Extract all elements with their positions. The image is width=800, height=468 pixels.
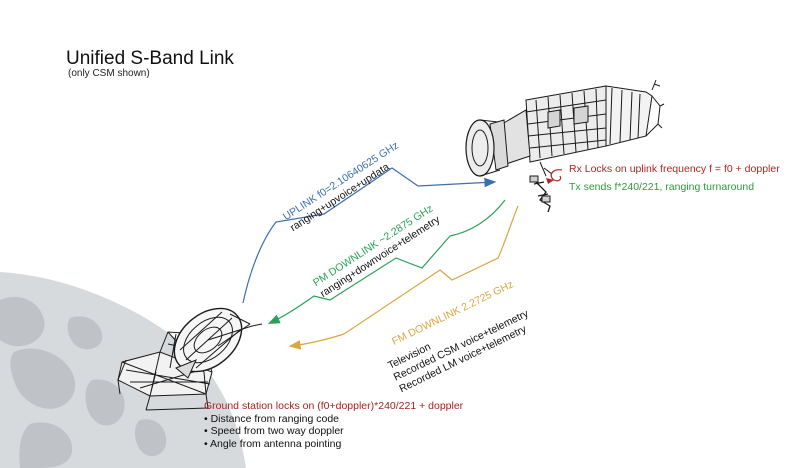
ground-bullet-speed: • Speed from two way doppler xyxy=(204,425,344,437)
rx-curl-arrowhead xyxy=(546,178,554,184)
page-title: Unified S-Band Link xyxy=(66,48,234,69)
ground-bullet-angle: • Angle from antenna pointing xyxy=(204,437,342,450)
uplink-arrow xyxy=(242,167,497,304)
fm-downlink-arrow xyxy=(288,205,519,350)
ground-station-block: Ground station locks on (f0+doppler)*240… xyxy=(204,400,463,450)
rx-curl-icon xyxy=(550,169,563,182)
ground-bullet-distance: • Distance from ranging code xyxy=(204,412,339,425)
pm-downlink-arrow xyxy=(267,199,506,325)
ground-antenna-icon xyxy=(117,307,263,411)
page-subtitle: (only CSM shown) xyxy=(68,68,150,79)
rx-text: Rx Locks on uplink frequency f = f0 + do… xyxy=(569,163,780,175)
tx-text: Tx sends f*240/221, ranging turnaround xyxy=(569,181,755,193)
ground-station-heading: Ground station locks on (f0+doppler)*240… xyxy=(204,400,464,412)
csm-spacecraft-icon xyxy=(465,79,665,213)
